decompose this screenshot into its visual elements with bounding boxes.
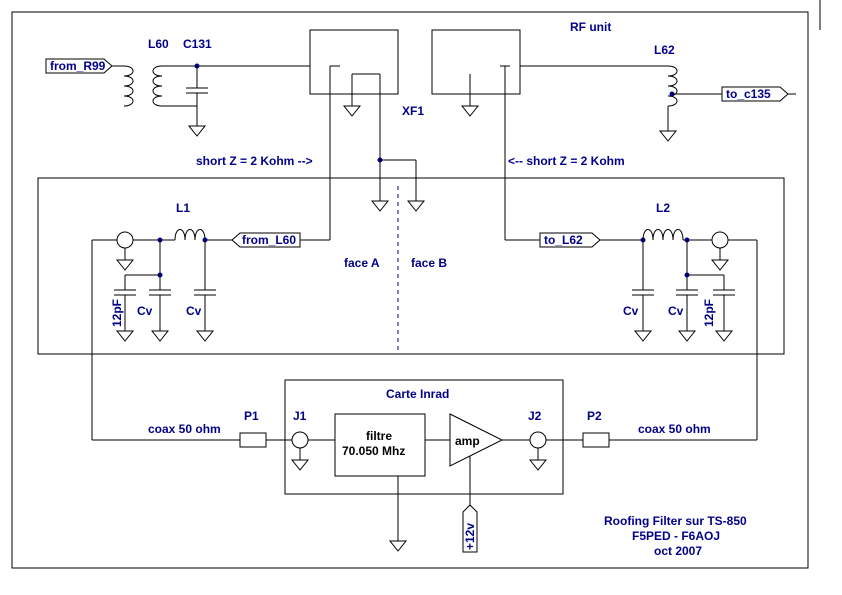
note-short-left: short Z = 2 Kohm -->	[196, 154, 313, 168]
ground-icon	[678, 324, 696, 342]
capacitor-cv-right-1	[632, 289, 654, 296]
capacitor-12pf-right	[713, 289, 735, 296]
label-l2: L2	[656, 201, 670, 215]
connector-p2	[582, 432, 610, 448]
filter-frequency: 70.050 Mhz	[342, 444, 405, 458]
coax-connector-icon	[711, 231, 729, 249]
filter-70mhz-block	[334, 413, 426, 477]
capacitor-cv-left-2	[194, 289, 216, 296]
port-plus-12v: +12v	[462, 504, 478, 553]
port-from-l60: from_L60	[231, 232, 301, 248]
ground-icon	[343, 99, 361, 117]
label-coax-left: coax 50 ohm	[148, 422, 221, 436]
filter-label: filtre	[366, 429, 392, 443]
ground-icon	[291, 453, 309, 471]
label-face-b: face B	[411, 256, 447, 270]
label-coax-right: coax 50 ohm	[638, 422, 711, 436]
filter-board	[37, 177, 785, 355]
label-p2: P2	[587, 409, 602, 423]
transformer-l60	[123, 65, 163, 107]
ground-icon	[715, 324, 733, 342]
capacitor-cv-left-1	[149, 289, 171, 296]
label-c131: C131	[183, 37, 212, 51]
label-face-a: face A	[344, 256, 380, 270]
label-j1: J1	[293, 409, 307, 423]
label-l1: L1	[176, 201, 190, 215]
carte-inrad-board	[284, 379, 564, 495]
svg-text:from_R99: from_R99	[50, 59, 106, 73]
amp-label: amp	[455, 434, 480, 448]
coax-connector-icon	[116, 231, 134, 249]
ground-icon	[196, 324, 214, 342]
ground-icon	[529, 453, 547, 471]
note-short-right: <-- short Z = 2 Kohm	[508, 154, 625, 168]
credit-title: Roofing Filter sur TS-850	[604, 514, 747, 528]
credit-authors: F5PED - F6AOJ	[632, 529, 720, 543]
label-cv-left-1: Cv	[137, 304, 153, 318]
ground-icon	[407, 194, 425, 212]
coax-connector-j1-icon	[291, 431, 309, 449]
label-p1: P1	[244, 409, 259, 423]
ground-icon	[371, 194, 389, 212]
capacitor-12pf-left	[114, 289, 136, 296]
port-from-r99: from_R99	[45, 58, 113, 74]
label-cv-right-1: Cv	[623, 304, 639, 318]
label-xf1: XF1	[402, 104, 424, 118]
coax-connector-j2-icon	[529, 431, 547, 449]
outer-frame	[11, 11, 809, 569]
xf1-section-b	[431, 29, 521, 95]
ground-icon	[634, 324, 652, 342]
carte-inrad-title: Carte Inrad	[386, 387, 449, 401]
xf1-section-a	[309, 29, 399, 95]
credit-date: oct 2007	[654, 544, 702, 558]
rf-unit-title: RF unit	[570, 20, 611, 34]
ground-icon	[116, 253, 134, 271]
ground-icon	[461, 99, 479, 117]
amplifier-triangle	[449, 413, 504, 467]
label-12pf-left: 12pF	[110, 299, 124, 327]
label-l60: L60	[148, 37, 169, 51]
label-j2: J2	[528, 409, 542, 423]
connector-p1	[239, 432, 267, 448]
ground-icon	[151, 324, 169, 342]
label-cv-left-2: Cv	[186, 304, 202, 318]
capacitor-cv-right-2	[676, 289, 698, 296]
port-to-c135: to_c135	[721, 86, 789, 102]
port-to-l62: to_L62	[539, 232, 601, 248]
svg-text:from_L60: from_L60	[242, 233, 296, 247]
svg-text:to_c135: to_c135	[726, 87, 771, 101]
svg-text:to_L62: to_L62	[544, 233, 583, 247]
label-cv-right-2: Cv	[668, 304, 684, 318]
ground-icon	[188, 119, 206, 137]
label-12pf-right: 12pF	[702, 299, 716, 327]
inductor-l1	[174, 229, 206, 241]
ground-icon	[659, 124, 677, 142]
transformer-l62	[667, 65, 678, 107]
inductor-l2	[642, 229, 684, 241]
label-l62: L62	[654, 43, 675, 57]
ground-icon	[711, 253, 729, 271]
svg-text:+12v: +12v	[463, 523, 477, 550]
ground-icon	[389, 534, 407, 552]
